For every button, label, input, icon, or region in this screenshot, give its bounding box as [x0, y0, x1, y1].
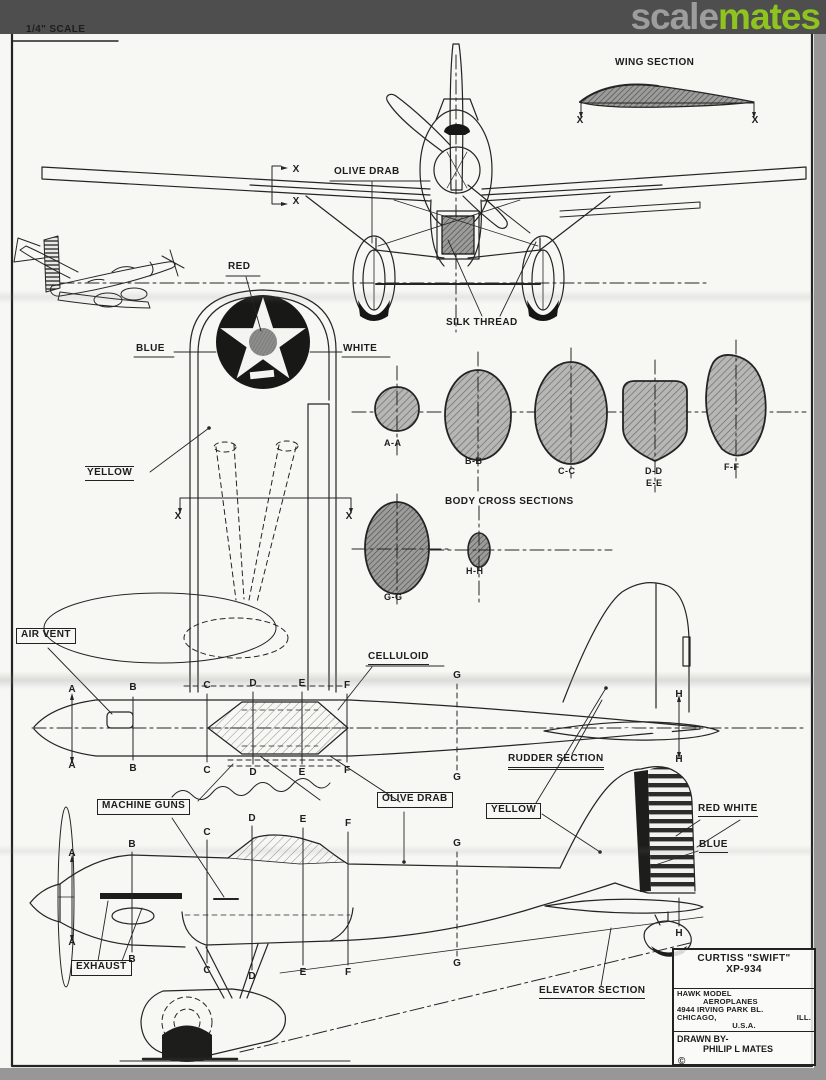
section-dd-label: D-D [645, 466, 663, 476]
wing-section-label: WING SECTION [615, 57, 695, 68]
section-aa-label: A-A [384, 438, 402, 448]
plan-view-drawing [31, 582, 807, 854]
author-name: PHILIP L MATES [703, 1044, 774, 1054]
right-margin-strip [814, 0, 826, 1080]
section-letter: F [344, 967, 352, 978]
section-letter: B [129, 682, 137, 693]
wheel-pant-front-right [521, 235, 565, 321]
machine-guns-label: MACHINE GUNS [97, 799, 191, 815]
address-line2: CHICAGO, ILL. [677, 1012, 811, 1022]
section-letter: H [675, 928, 683, 939]
elevator-section-label: ELEVATOR SECTION [539, 985, 646, 999]
wheel-pant-side [140, 988, 287, 1062]
section-letter: E [299, 814, 307, 825]
section-letter: A [68, 684, 76, 695]
side-view-drawing [29, 763, 741, 1062]
blue-label: BLUE [136, 343, 165, 354]
olive-drab-side-label: OLIVE DRAB [377, 792, 453, 808]
section-letter: F [343, 765, 351, 776]
scale-note: 1/4" SCALE [26, 24, 86, 35]
front-view-drawing [41, 43, 807, 333]
section-letter: G [453, 670, 461, 681]
wing-section-drawing [579, 83, 756, 118]
section-letter: D [248, 971, 256, 982]
silk-thread-label: SILK THREAD [446, 317, 518, 328]
x-marker: X [751, 115, 759, 126]
section-letter: D [248, 813, 256, 824]
bottom-margin-strip [0, 1068, 826, 1080]
x-marker: X [292, 164, 300, 175]
section-letter: E [298, 678, 306, 689]
body-cross-sections-title: BODY CROSS SECTIONS [445, 496, 574, 507]
model-name: CURTISS "SWIFT" [697, 953, 791, 964]
section-hh-label: H-H [466, 566, 484, 576]
star-insignia [216, 295, 310, 389]
section-letter: E [298, 767, 306, 778]
yellow-side-label: YELLOW [486, 803, 542, 819]
perspective-sketch [13, 235, 185, 309]
copyright-mark: © [678, 1056, 686, 1067]
section-letter: B [128, 839, 136, 850]
logo-mates: mates [718, 0, 821, 37]
section-letter: H [675, 689, 683, 700]
x-marker: X [345, 511, 353, 522]
blue-side-label: BLUE [699, 839, 728, 853]
section-letter: G [453, 772, 461, 783]
air-vent-label: AIR VENT [16, 628, 76, 644]
section-letter: D [249, 678, 257, 689]
section-letter: B [129, 763, 137, 774]
address-city: CHICAGO, [677, 1012, 717, 1022]
section-letter: C [203, 680, 211, 691]
section-letter: B [128, 954, 136, 965]
section-letter: C [203, 765, 211, 776]
top-scan-band [0, 0, 826, 34]
section-letter: A [68, 937, 76, 948]
section-letter: H [675, 754, 683, 765]
section-letter: F [344, 818, 352, 829]
red-label: RED [228, 261, 251, 272]
section-letter: D [249, 767, 257, 778]
company-line2: AEROPLANES [703, 996, 758, 1006]
drawn-by-label: DRAWN BY- [677, 1034, 729, 1044]
title-block: CURTISS "SWIFT" XP-934 HAWK MODEL AEROPL… [672, 948, 816, 1068]
logo-scale: scale [630, 0, 719, 37]
x-marker: X [292, 196, 300, 207]
section-letter: C [203, 965, 211, 976]
title-block-address: HAWK MODEL AEROPLANES 4944 IRVING PARK B… [674, 989, 814, 1032]
address-line1: 4944 IRVING PARK BL. [677, 1004, 764, 1014]
body-cross-sections [351, 339, 807, 605]
section-letter: F [343, 680, 351, 691]
red-white-label: RED WHITE [698, 803, 758, 817]
address-state: ILL. [796, 1012, 811, 1022]
rudder-section-label: RUDDER SECTION [508, 753, 604, 770]
section-letter: G [453, 958, 461, 969]
exhaust-label: EXHAUST [71, 960, 132, 976]
celluloid-label: CELLULOID [368, 651, 429, 665]
title-block-author: DRAWN BY- PHILIP L MATES © [674, 1032, 814, 1068]
section-gg-label: G-G [384, 592, 403, 602]
section-letter: A [68, 760, 76, 771]
section-bb-label: B-B [465, 456, 483, 466]
olive-drab-front-label: OLIVE DRAB [334, 166, 400, 177]
section-ff-label: F-F [724, 462, 740, 472]
section-letter: A [68, 848, 76, 859]
wing-plan-drawing [43, 275, 391, 693]
x-marker: X [174, 511, 182, 522]
scalemates-watermark[interactable]: scalemates [630, 0, 821, 38]
section-letter: G [453, 838, 461, 849]
wheel-pant-front-left [352, 235, 396, 321]
title-block-model: CURTISS "SWIFT" XP-934 [674, 950, 814, 989]
white-label: WHITE [343, 343, 378, 354]
section-cc-label: C-C [558, 466, 576, 476]
company-line1: HAWK MODEL [677, 989, 732, 998]
section-ee-label: E-E [646, 478, 663, 488]
x-marker: X [576, 115, 584, 126]
section-letter: C [203, 827, 211, 838]
yellow-wing-label: YELLOW [85, 466, 135, 481]
address-country: U.S.A. [732, 1020, 756, 1030]
model-number: XP-934 [726, 964, 762, 975]
section-letter: E [299, 967, 307, 978]
